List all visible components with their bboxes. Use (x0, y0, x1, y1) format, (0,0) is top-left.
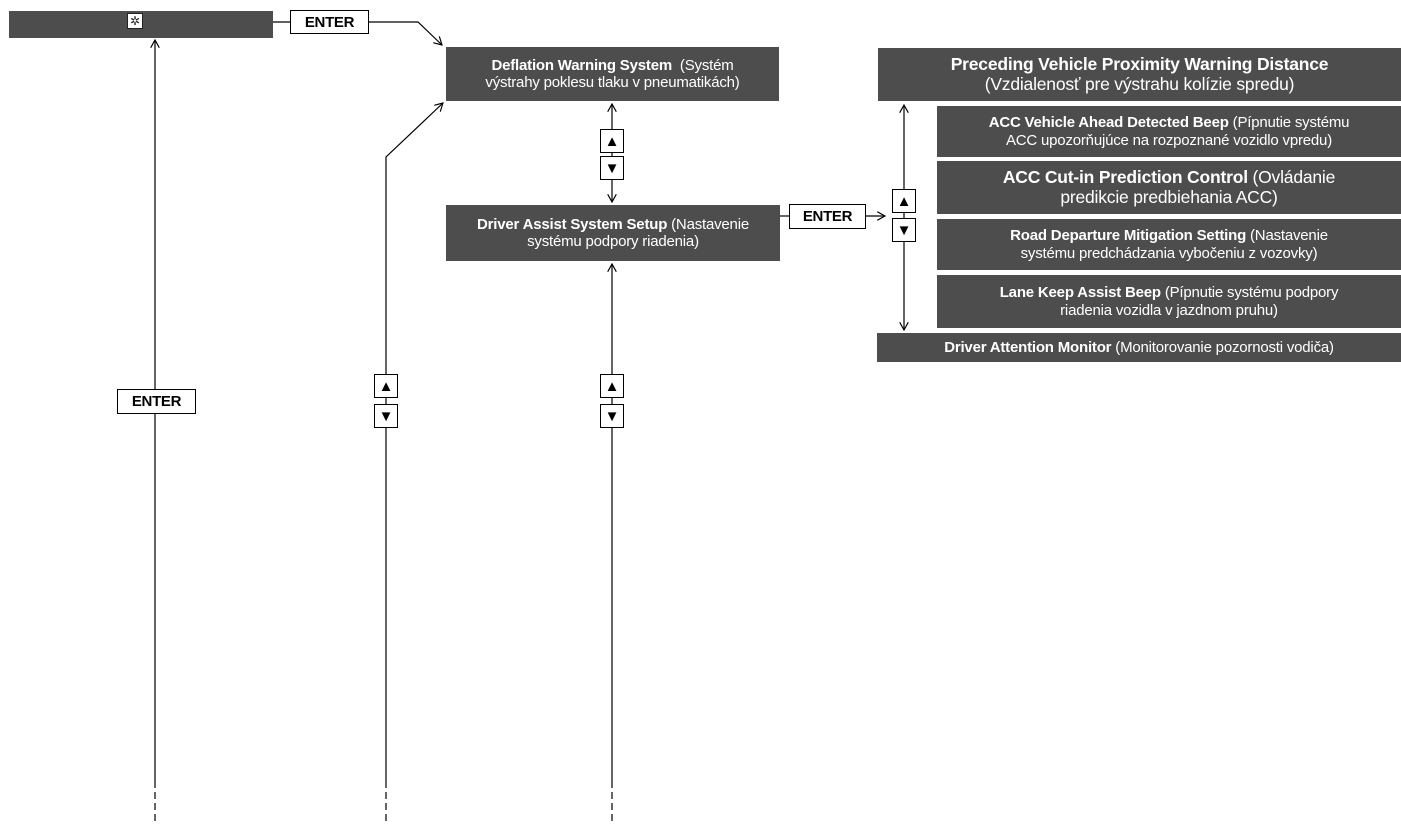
deflation-warning-system-item[interactable]: Deflation Warning System (Systém výstrah… (446, 47, 779, 101)
driver-attention-monitor-item[interactable]: Driver Attention Monitor (Monitorovanie … (877, 333, 1401, 362)
acc-beep-subtitle: ACC upozorňujúce na rozpoznané vozidlo v… (1005, 131, 1332, 149)
acc-cutin-title-rest: (Ovládanie (1247, 166, 1336, 187)
deflation-subtitle: výstrahy poklesu tlaku v pneumatikách) (485, 74, 740, 91)
attention-title-rest: (Monitorovanie pozornosti vodiča) (1111, 338, 1334, 356)
down-arrow-button[interactable]: ▼ (892, 218, 916, 242)
preceding-vehicle-warning-item[interactable]: Preceding Vehicle Proximity Warning Dist… (878, 48, 1401, 101)
driver-assist-subtitle: systému podpory riadenia) (527, 233, 699, 250)
road-departure-title-rest: (Nastavenie (1246, 227, 1328, 245)
preceding-subtitle: (Vzdialenosť pre výstrahu kolízie spredu… (984, 73, 1295, 94)
down-arrow-button[interactable]: ▼ (600, 156, 624, 180)
preceding-title: Preceding Vehicle Proximity Warning Dist… (950, 53, 1329, 74)
deflation-title: Deflation Warning System (491, 56, 672, 74)
driver-assist-title: Driver Assist System Setup (477, 215, 668, 233)
down-arrow-button[interactable]: ▼ (374, 404, 398, 428)
up-arrow-button[interactable]: ▲ (600, 374, 624, 398)
up-arrow-button[interactable]: ▲ (892, 189, 916, 213)
road-departure-mitigation-item[interactable]: Road Departure Mitigation Setting (Nasta… (937, 219, 1401, 270)
lane-keep-title: Lane Keep Assist Beep (999, 284, 1161, 302)
acc-beep-title: ACC Vehicle Ahead Detected Beep (988, 114, 1229, 132)
attention-title: Driver Attention Monitor (944, 338, 1112, 356)
driver-assist-title-rest: (Nastavenie (667, 215, 749, 233)
down-arrow-button[interactable]: ▼ (600, 404, 624, 428)
road-departure-subtitle: systému predchádzania vybočeniu z vozovk… (1020, 244, 1318, 262)
driver-assist-system-setup-item[interactable]: Driver Assist System Setup (Nastavenie s… (446, 205, 780, 261)
acc-cutin-title: ACC Cut-in Prediction Control (1002, 166, 1248, 187)
acc-cut-in-prediction-item[interactable]: ACC Cut-in Prediction Control (Ovládanie… (937, 161, 1401, 214)
acc-cutin-subtitle: predikcie predbiehania ACC) (1060, 186, 1278, 207)
deflation-title-rest: (Systém (671, 56, 734, 74)
lane-keep-subtitle: riadenia vozidla v jazdnom pruhu) (1060, 301, 1278, 319)
lane-keep-title-rest: (Pípnutie systému podpory (1160, 284, 1339, 302)
up-arrow-button[interactable]: ▲ (600, 129, 624, 153)
enter-button-driver-assist[interactable]: ENTER (789, 204, 866, 229)
acc-beep-title-rest: (Pípnutie systému (1228, 114, 1350, 132)
up-arrow-button[interactable]: ▲ (374, 374, 398, 398)
lane-keep-assist-beep-item[interactable]: Lane Keep Assist Beep (Pípnutie systému … (937, 275, 1401, 328)
acc-vehicle-ahead-beep-item[interactable]: ACC Vehicle Ahead Detected Beep (Pípnuti… (937, 106, 1401, 157)
enter-button-left[interactable]: ENTER (117, 389, 196, 414)
gear-icon: ✲ (127, 13, 143, 29)
road-departure-title: Road Departure Mitigation Setting (1010, 227, 1247, 245)
enter-button-top[interactable]: ENTER (290, 10, 369, 34)
